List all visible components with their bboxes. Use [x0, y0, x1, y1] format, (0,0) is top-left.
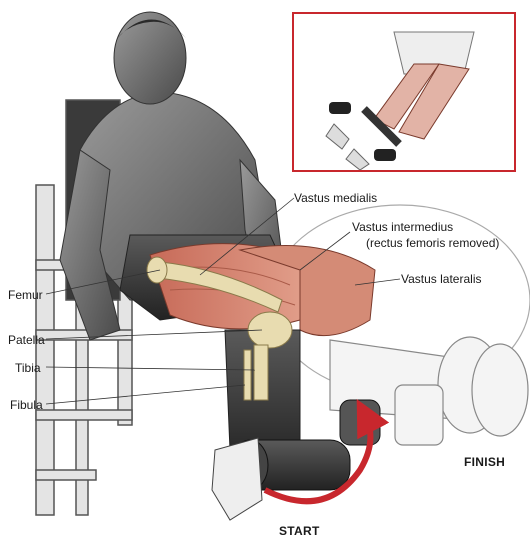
label-femur: Femur — [8, 288, 43, 302]
inset-illustration — [325, 31, 475, 170]
label-rectus-femoris-note: (rectus femoris removed) — [366, 236, 500, 250]
thigh-muscles — [146, 243, 376, 337]
label-finish: FINISH — [464, 455, 506, 469]
label-vastus-lateralis: Vastus lateralis — [401, 272, 482, 286]
label-tibia: Tibia — [15, 361, 41, 375]
finish-position-legs — [269, 204, 530, 446]
label-vastus-medialis: Vastus medialis — [294, 191, 378, 205]
finish-position-inset — [292, 12, 516, 172]
label-patella: Patella — [8, 333, 45, 347]
leader-lines — [45, 197, 401, 405]
lower-leg — [224, 311, 301, 471]
motion-arrow — [263, 399, 390, 505]
label-vastus-intermedius: Vastus intermedius — [352, 220, 454, 234]
label-start: START — [279, 524, 320, 538]
label-fibula: Fibula — [10, 398, 43, 412]
